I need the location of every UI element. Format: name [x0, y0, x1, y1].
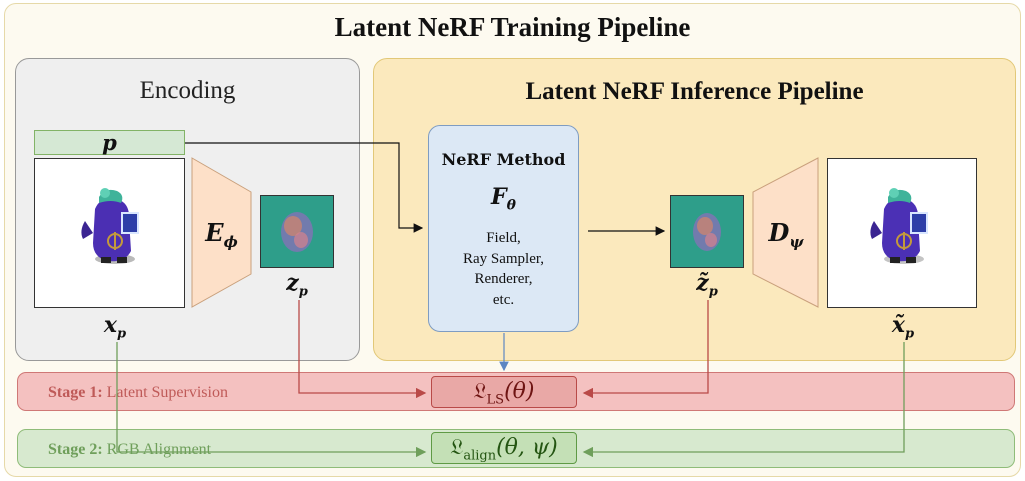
nerf-component-etc: etc.	[492, 291, 515, 308]
inference-title: Latent NeRF Inference Pipeline	[525, 78, 864, 105]
output-image	[827, 158, 977, 308]
loss2-sub: align	[463, 448, 497, 464]
nerf-symbol-sub: θ	[506, 197, 516, 214]
latent-supervision-loss: 𝔏LS(θ)	[431, 376, 577, 408]
output-image-label-sub: p	[905, 326, 915, 342]
input-image-label-sub: p	[117, 326, 127, 342]
rgb-alignment-loss: 𝔏align(θ, ψ)	[431, 432, 577, 464]
latent-label: zp	[262, 270, 332, 299]
rendered-latent-to-ls-arrow	[582, 300, 709, 399]
latent-label-sub: p	[298, 284, 308, 300]
nerf-component-ray-sampler: Ray Sampler,	[462, 250, 545, 267]
input-image	[34, 158, 185, 308]
output-image-label: x̃p	[868, 312, 938, 341]
stage2-label: Stage 2: RGB Alignment	[48, 430, 211, 469]
stage1-prefix: Stage 1:	[48, 384, 103, 401]
diagram-title: Latent NeRF Training Pipeline	[334, 12, 691, 42]
decoder-trapezoid	[752, 157, 819, 308]
image-to-align-arrow	[116, 342, 427, 458]
nerf-method-box	[428, 125, 579, 332]
latent-label-main: z	[286, 270, 299, 296]
nerf-symbol: Fθ	[428, 184, 579, 213]
nerf-component-renderer: Renderer,	[474, 271, 533, 287]
latent-rendered	[670, 195, 744, 268]
pose-arrow	[185, 142, 424, 233]
loss2-symbol: 𝔏	[450, 435, 464, 460]
output-to-align-arrow	[582, 342, 905, 458]
loss1-args: (θ)	[504, 379, 535, 404]
rendered-latent-label-main: z̃	[696, 270, 709, 296]
stage1-name: Latent Supervision	[106, 384, 228, 401]
loss1-sub: LS	[486, 392, 505, 408]
latent-encoded	[260, 195, 334, 268]
nerf-components: Field, Ray Sampler, Renderer, etc.	[428, 228, 579, 310]
robot-figure-input	[81, 188, 139, 264]
encoder-label-main: E	[205, 218, 224, 247]
input-image-label-main: x	[103, 312, 118, 338]
input-image-label: xp	[80, 312, 150, 341]
nerf-component-field: Field,	[486, 230, 521, 246]
stage2-name: RGB Alignment	[106, 441, 212, 458]
loss2-args: (θ, ψ)	[496, 435, 558, 460]
stage2-prefix: Stage 2:	[48, 441, 103, 458]
stage1-label: Stage 1: Latent Supervision	[48, 373, 228, 412]
rendered-latent-label-sub: p	[708, 284, 718, 300]
encoder-label: Eϕ	[192, 218, 251, 251]
rendered-latent-label: z̃p	[672, 270, 742, 299]
nerf-symbol-main: F	[491, 184, 507, 210]
pose-box: p	[34, 130, 185, 155]
decoder-label-sub: ψ	[789, 232, 804, 251]
encoding-title: Encoding	[139, 77, 236, 104]
encoder-label-sub: ϕ	[223, 232, 238, 251]
latent-to-ls-arrow	[298, 300, 427, 399]
decoder-label-main: D	[768, 218, 790, 247]
latent-blob	[281, 212, 313, 252]
decoder-label: Dψ	[756, 218, 816, 251]
robot-figure-output	[870, 188, 928, 264]
nerf-method-title: NeRF Method	[441, 150, 566, 169]
encoder-trapezoid	[191, 157, 252, 308]
rendered-latent-blob	[693, 213, 721, 251]
output-image-label-main: x̃	[891, 312, 906, 338]
loss1-symbol: 𝔏	[473, 379, 487, 404]
